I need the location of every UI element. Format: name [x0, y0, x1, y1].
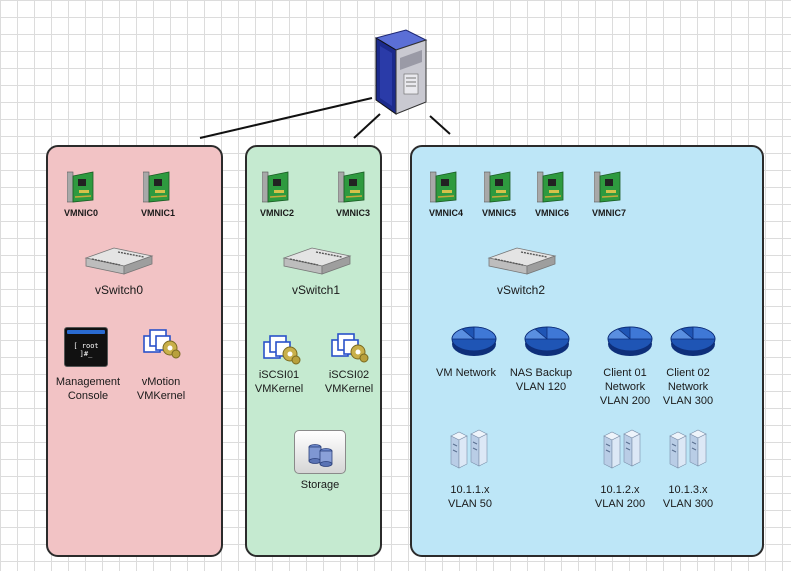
nic-card-icon — [142, 171, 170, 203]
switch-icon — [84, 247, 154, 275]
link-to-management — [199, 97, 373, 139]
nic-vmnic0[interactable] — [66, 170, 95, 204]
storage-cylinders-icon — [308, 444, 333, 467]
network-pie-icon — [670, 326, 716, 356]
vswitch-label-2: vSwitch2 — [496, 283, 546, 297]
server-label-0: 10.1.1.x VLAN 50 — [447, 484, 493, 510]
vmkernel-icon — [263, 335, 301, 365]
network-client-02[interactable] — [669, 324, 717, 358]
network-pie-icon — [451, 326, 497, 356]
nic-label-vmnic2: VMNIC2 — [259, 208, 295, 218]
management-console-label: Management Console — [55, 376, 121, 402]
vswitch0[interactable] — [84, 246, 154, 276]
network-client-01[interactable] — [606, 324, 654, 358]
nic-vmnic3[interactable] — [337, 170, 366, 204]
vmkernel-icon — [143, 329, 181, 359]
iscsi01-vmkernel[interactable] — [262, 332, 302, 366]
nic-card-icon — [66, 171, 94, 203]
link-to-storage — [353, 113, 381, 139]
vswitch1[interactable] — [282, 246, 352, 276]
nic-vmnic2[interactable] — [261, 170, 290, 204]
nic-label-vmnic1: VMNIC1 — [140, 208, 176, 218]
nic-card-icon — [593, 171, 621, 203]
server-label-1: 10.1.2.x VLAN 200 — [594, 484, 646, 510]
iscsi01-label: iSCSI01 VMKernel — [254, 369, 304, 395]
storage-label: Storage — [300, 479, 340, 491]
vmkernel-icon — [331, 333, 369, 363]
network-vm-network[interactable] — [450, 324, 498, 358]
console-screen-text: [ root ]#_ — [73, 342, 99, 358]
network-label-0: VM Network — [436, 367, 496, 379]
vmotion-vmkernel[interactable] — [142, 326, 182, 360]
nic-label-vmnic3: VMNIC3 — [335, 208, 371, 218]
nic-card-icon — [337, 171, 365, 203]
vmotion-label: vMotion VMKernel — [136, 376, 186, 402]
nic-label-vmnic7: VMNIC7 — [591, 208, 627, 218]
host-server[interactable] — [370, 28, 432, 118]
nic-label-vmnic6: VMNIC6 — [534, 208, 570, 218]
switch-icon — [282, 247, 352, 275]
servers-10-1-2[interactable] — [600, 428, 646, 470]
vswitch2[interactable] — [487, 246, 557, 276]
nic-label-vmnic4: VMNIC4 — [428, 208, 464, 218]
nic-vmnic1[interactable] — [142, 170, 171, 204]
server-pair-icon — [669, 429, 707, 469]
servers-10-1-3[interactable] — [666, 428, 712, 470]
switch-icon — [487, 247, 557, 275]
nic-card-icon — [429, 171, 457, 203]
vswitch-label-1: vSwitch1 — [291, 283, 341, 297]
server-pair-icon — [603, 429, 641, 469]
server-label-2: 10.1.3.x VLAN 300 — [662, 484, 714, 510]
nic-card-icon — [483, 171, 511, 203]
network-nas-backup[interactable] — [523, 324, 571, 358]
network-pie-icon — [524, 326, 570, 356]
servers-10-1-1[interactable] — [447, 428, 493, 470]
nic-card-icon — [536, 171, 564, 203]
nic-card-icon — [261, 171, 289, 203]
nic-vmnic7[interactable] — [593, 170, 622, 204]
link-to-vm — [429, 115, 451, 135]
nic-label-vmnic0: VMNIC0 — [63, 208, 99, 218]
vswitch-label-0: vSwitch0 — [94, 283, 144, 297]
nic-vmnic6[interactable] — [536, 170, 565, 204]
network-label-1: NAS Backup VLAN 120 — [509, 367, 573, 393]
server-pair-icon — [450, 429, 488, 469]
server-icon — [374, 29, 428, 115]
iscsi02-vmkernel[interactable] — [330, 330, 370, 364]
network-label-2: Client 01 Network VLAN 200 — [599, 367, 651, 407]
network-pie-icon — [607, 326, 653, 356]
storage-icon[interactable] — [294, 430, 346, 474]
nic-label-vmnic5: VMNIC5 — [481, 208, 517, 218]
nic-vmnic4[interactable] — [429, 170, 458, 204]
management-console-icon[interactable]: [ root ]#_ — [64, 327, 108, 367]
network-label-3: Client 02 Network VLAN 300 — [662, 367, 714, 407]
iscsi02-label: iSCSI02 VMKernel — [324, 369, 374, 395]
nic-vmnic5[interactable] — [483, 170, 512, 204]
